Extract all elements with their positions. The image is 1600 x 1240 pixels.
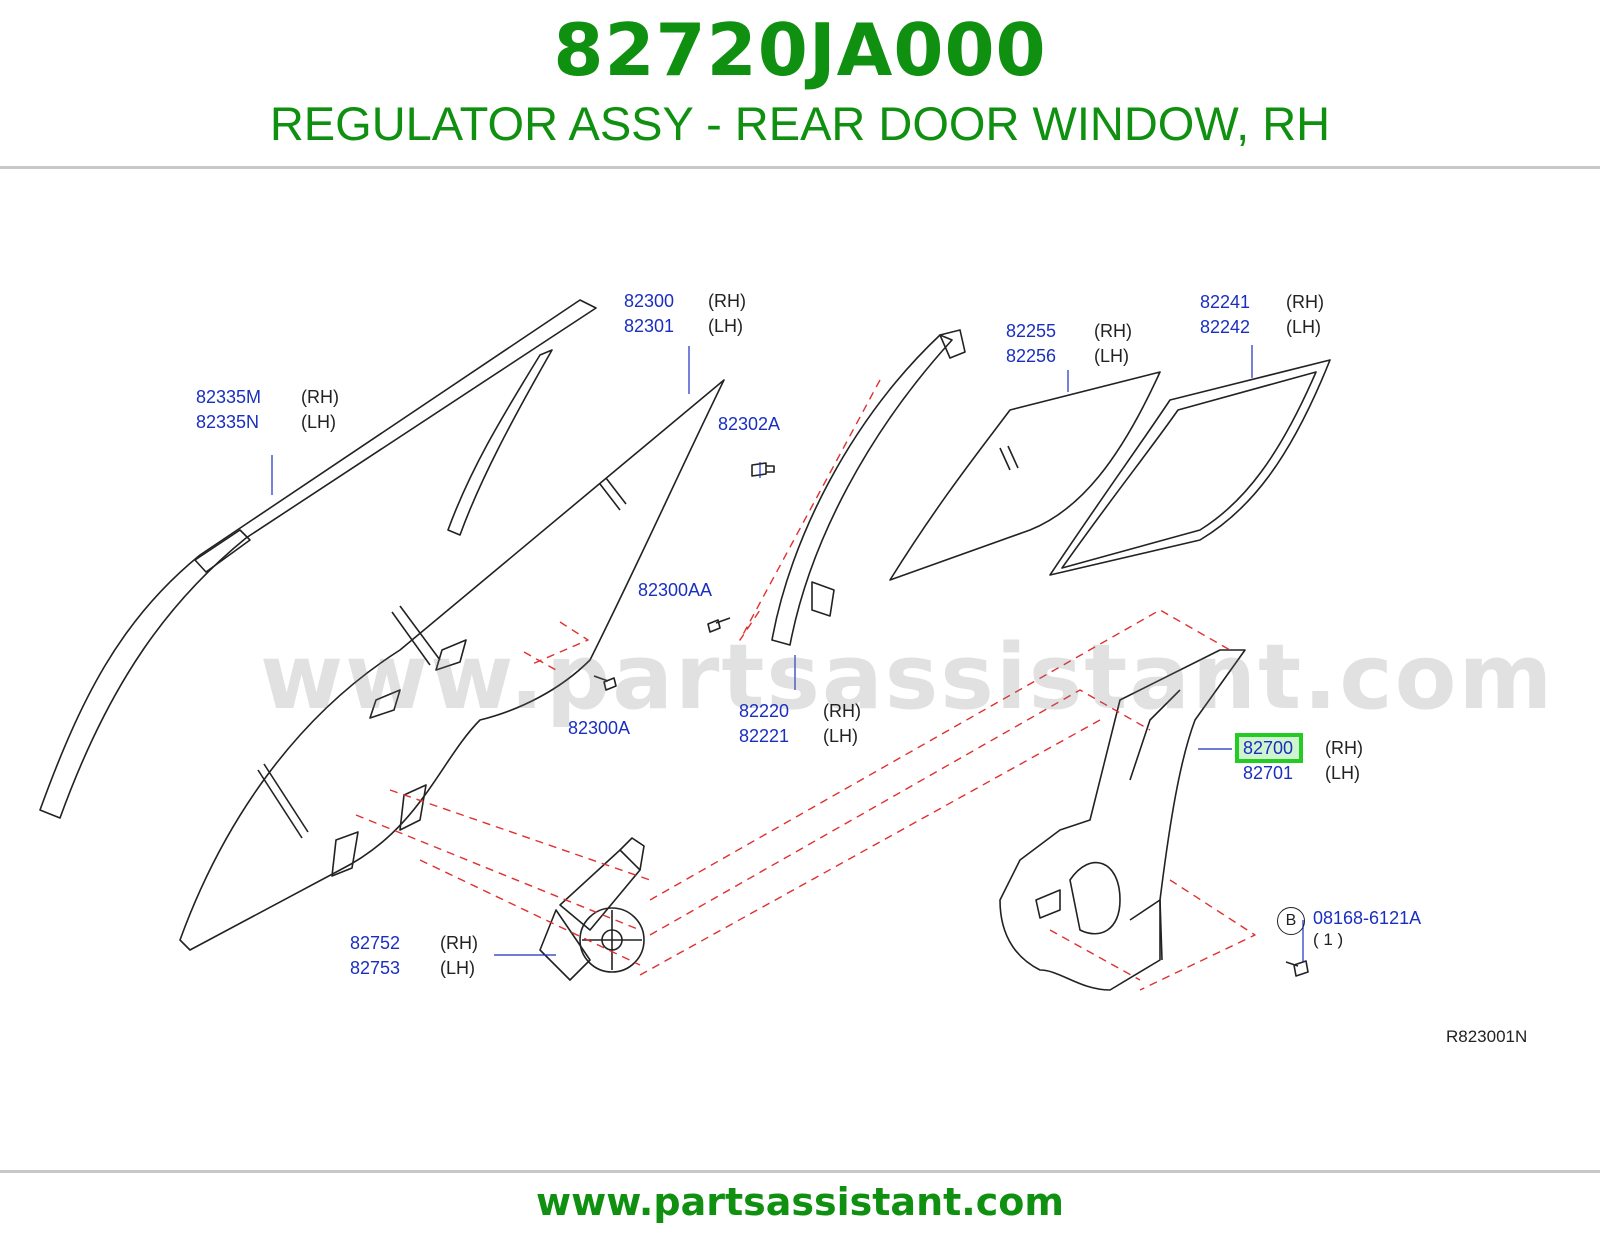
- part-number-label[interactable]: 82300AA: [638, 580, 713, 600]
- door-glass: [179, 379, 725, 951]
- callout-82752[interactable]: 82752 (RH) 82753 (LH): [350, 931, 478, 981]
- callout-lh-number[interactable]: 82256: [1006, 346, 1057, 366]
- bolt-08168-icon: [1285, 960, 1309, 977]
- window-regulator: [999, 649, 1246, 991]
- callout-lh-number[interactable]: 82753: [350, 958, 401, 978]
- watermark: www.partsassistant.com: [260, 625, 1555, 730]
- glass-moulding: [1049, 359, 1331, 576]
- callout-rh-number[interactable]: 82255: [1006, 321, 1057, 341]
- callout-82300a[interactable]: 82300A: [568, 716, 630, 741]
- assembly-guides: [355, 379, 1256, 991]
- part-number-label[interactable]: 08168-6121A: [1313, 908, 1422, 928]
- lh-tag: (LH): [708, 316, 743, 336]
- screw-82300aa-icon: [707, 617, 731, 633]
- rh-tag: (RH): [440, 933, 478, 953]
- lh-tag: (LH): [301, 412, 336, 432]
- part-number-label[interactable]: 82300A: [568, 718, 631, 738]
- callout-lh-number[interactable]: 82335N: [196, 412, 260, 432]
- callout-82335[interactable]: 82335M (RH) 82335N (LH): [196, 385, 339, 435]
- callout-rh-number[interactable]: 82241: [1200, 292, 1251, 312]
- window-motor: [539, 837, 645, 981]
- header-divider: [0, 166, 1600, 169]
- callout-lh-number[interactable]: 82221: [739, 726, 790, 746]
- part-number: 82720JA000: [553, 8, 1047, 92]
- part-number-label[interactable]: 82302A: [718, 414, 781, 434]
- callout-82700[interactable]: 82700 (RH) 82701 (LH): [1243, 736, 1363, 786]
- callout-82300[interactable]: 82300 (RH) 82301 (LH): [624, 289, 746, 339]
- sash-moulding: [39, 299, 597, 819]
- selected-part-highlight: [1235, 733, 1303, 763]
- bolt-quantity: ( 1 ): [1313, 930, 1344, 949]
- rh-tag: (RH): [1094, 321, 1132, 341]
- rh-tag: (RH): [1325, 738, 1363, 758]
- callout-82302a[interactable]: 82302A: [718, 412, 780, 437]
- footer-divider: [0, 1170, 1600, 1173]
- diagram-reference-code: R823001N: [1446, 1027, 1528, 1046]
- rh-tag: (RH): [708, 291, 746, 311]
- rh-tag: (RH): [823, 701, 861, 721]
- callout-rh-number[interactable]: 82700: [1243, 738, 1294, 758]
- screw-82300a-icon: [593, 675, 617, 691]
- callout-rh-number[interactable]: 82220: [739, 701, 790, 721]
- callout-82300aa[interactable]: 82300AA: [638, 578, 712, 603]
- callout-82220[interactable]: 82220 (RH) 82221 (LH): [739, 699, 861, 749]
- bolt-marker: B: [1277, 907, 1305, 935]
- callout-lh-number[interactable]: 82301: [624, 316, 675, 336]
- callout-82255[interactable]: 82255 (RH) 82256 (LH): [1006, 319, 1132, 369]
- callout-82241[interactable]: 82241 (RH) 82242 (LH): [1200, 290, 1324, 340]
- callout-rh-number[interactable]: 82300: [624, 291, 675, 311]
- rh-tag: (RH): [301, 387, 339, 407]
- page-header: 82720JA000 REGULATOR ASSY - REAR DOOR WI…: [0, 0, 1600, 168]
- lh-tag: (LH): [1325, 763, 1360, 783]
- footer-url[interactable]: www.partsassistant.com: [536, 1180, 1064, 1224]
- callout-08168[interactable]: 08168-6121A: [1313, 906, 1421, 931]
- fixed-glass: [889, 371, 1161, 581]
- sash-channel: [771, 329, 966, 646]
- lh-tag: (LH): [1286, 317, 1321, 337]
- lh-tag: (LH): [823, 726, 858, 746]
- rh-tag: (RH): [1286, 292, 1324, 312]
- lh-tag: (LH): [1094, 346, 1129, 366]
- callout-lh-number[interactable]: 82242: [1200, 317, 1251, 337]
- lh-tag: (LH): [440, 958, 475, 978]
- callout-rh-number[interactable]: 82335M: [196, 387, 262, 407]
- callout-lh-number[interactable]: 82701: [1243, 763, 1294, 783]
- bolt-82302a-icon: [751, 462, 775, 477]
- callout-rh-number[interactable]: 82752: [350, 933, 401, 953]
- part-title: REGULATOR ASSY - REAR DOOR WINDOW, RH: [269, 97, 1331, 150]
